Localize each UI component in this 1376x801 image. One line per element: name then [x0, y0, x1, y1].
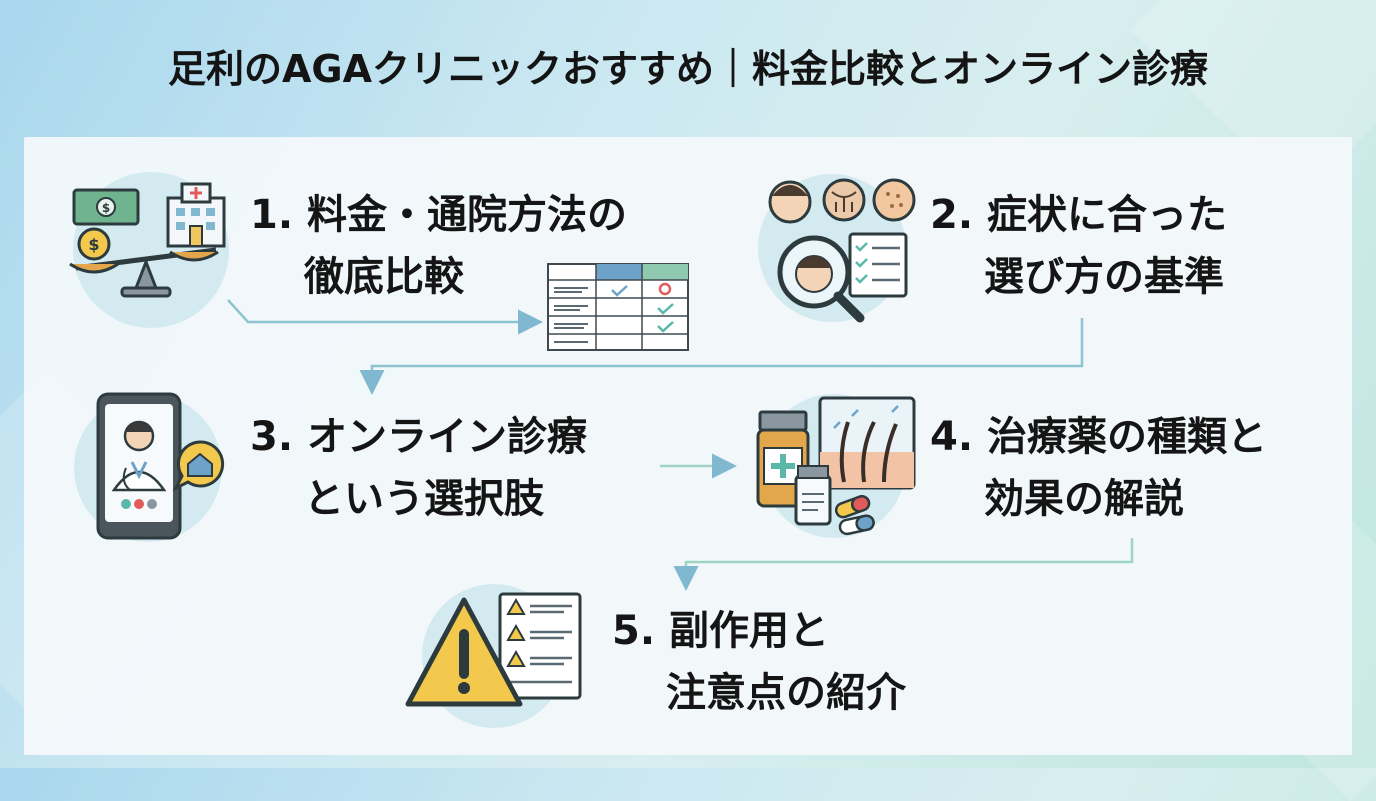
page-title: 足利のAGAクリニックおすすめ｜料金比較とオンライン診療 — [167, 47, 1208, 91]
step-4-line2: 効果の解説 — [984, 476, 1184, 522]
medicine-hair-icon — [752, 390, 920, 540]
step-4-line1: 4. 治療薬の種類と — [930, 414, 1267, 460]
step-5-line2: 注意点の紹介 — [666, 670, 906, 716]
step-1-label: 1. 料金・通院方法の 徹底比較 — [250, 184, 627, 308]
step-1-line2: 徹底比較 — [304, 254, 464, 300]
step-2-line1: 2. 症状に合った — [930, 192, 1227, 238]
telemedicine-phone-icon — [66, 392, 236, 542]
flow-connectors — [227, 299, 1134, 591]
step-3-line2: という選択肢 — [304, 476, 544, 522]
money-scale-hospital-icon: $ $ — [66, 168, 236, 328]
step-5-line1: 5. 副作用と — [612, 608, 829, 654]
connector-1-table — [227, 299, 543, 335]
step-1-line1: 1. 料金・通院方法の — [250, 192, 627, 238]
connector-4-5 — [673, 538, 1134, 591]
svg-text:$: $ — [102, 201, 110, 215]
svg-text:$: $ — [88, 235, 99, 254]
step-3-label: 3. オンライン診療 という選択肢 — [250, 406, 587, 530]
content-panel — [24, 137, 1352, 755]
comparison-table-icon — [546, 262, 690, 352]
warning-checklist-icon — [404, 582, 586, 732]
connector-2-3 — [359, 318, 1084, 395]
step-2-line2: 選び方の基準 — [984, 254, 1224, 300]
step-2-label: 2. 症状に合った 選び方の基準 — [930, 184, 1227, 308]
step-4-label: 4. 治療薬の種類と 効果の解説 — [930, 406, 1267, 530]
step-5-label: 5. 副作用と 注意点の紹介 — [612, 600, 906, 724]
symptom-magnifier-icon — [756, 172, 918, 334]
step-3-line1: 3. オンライン診療 — [250, 414, 587, 460]
